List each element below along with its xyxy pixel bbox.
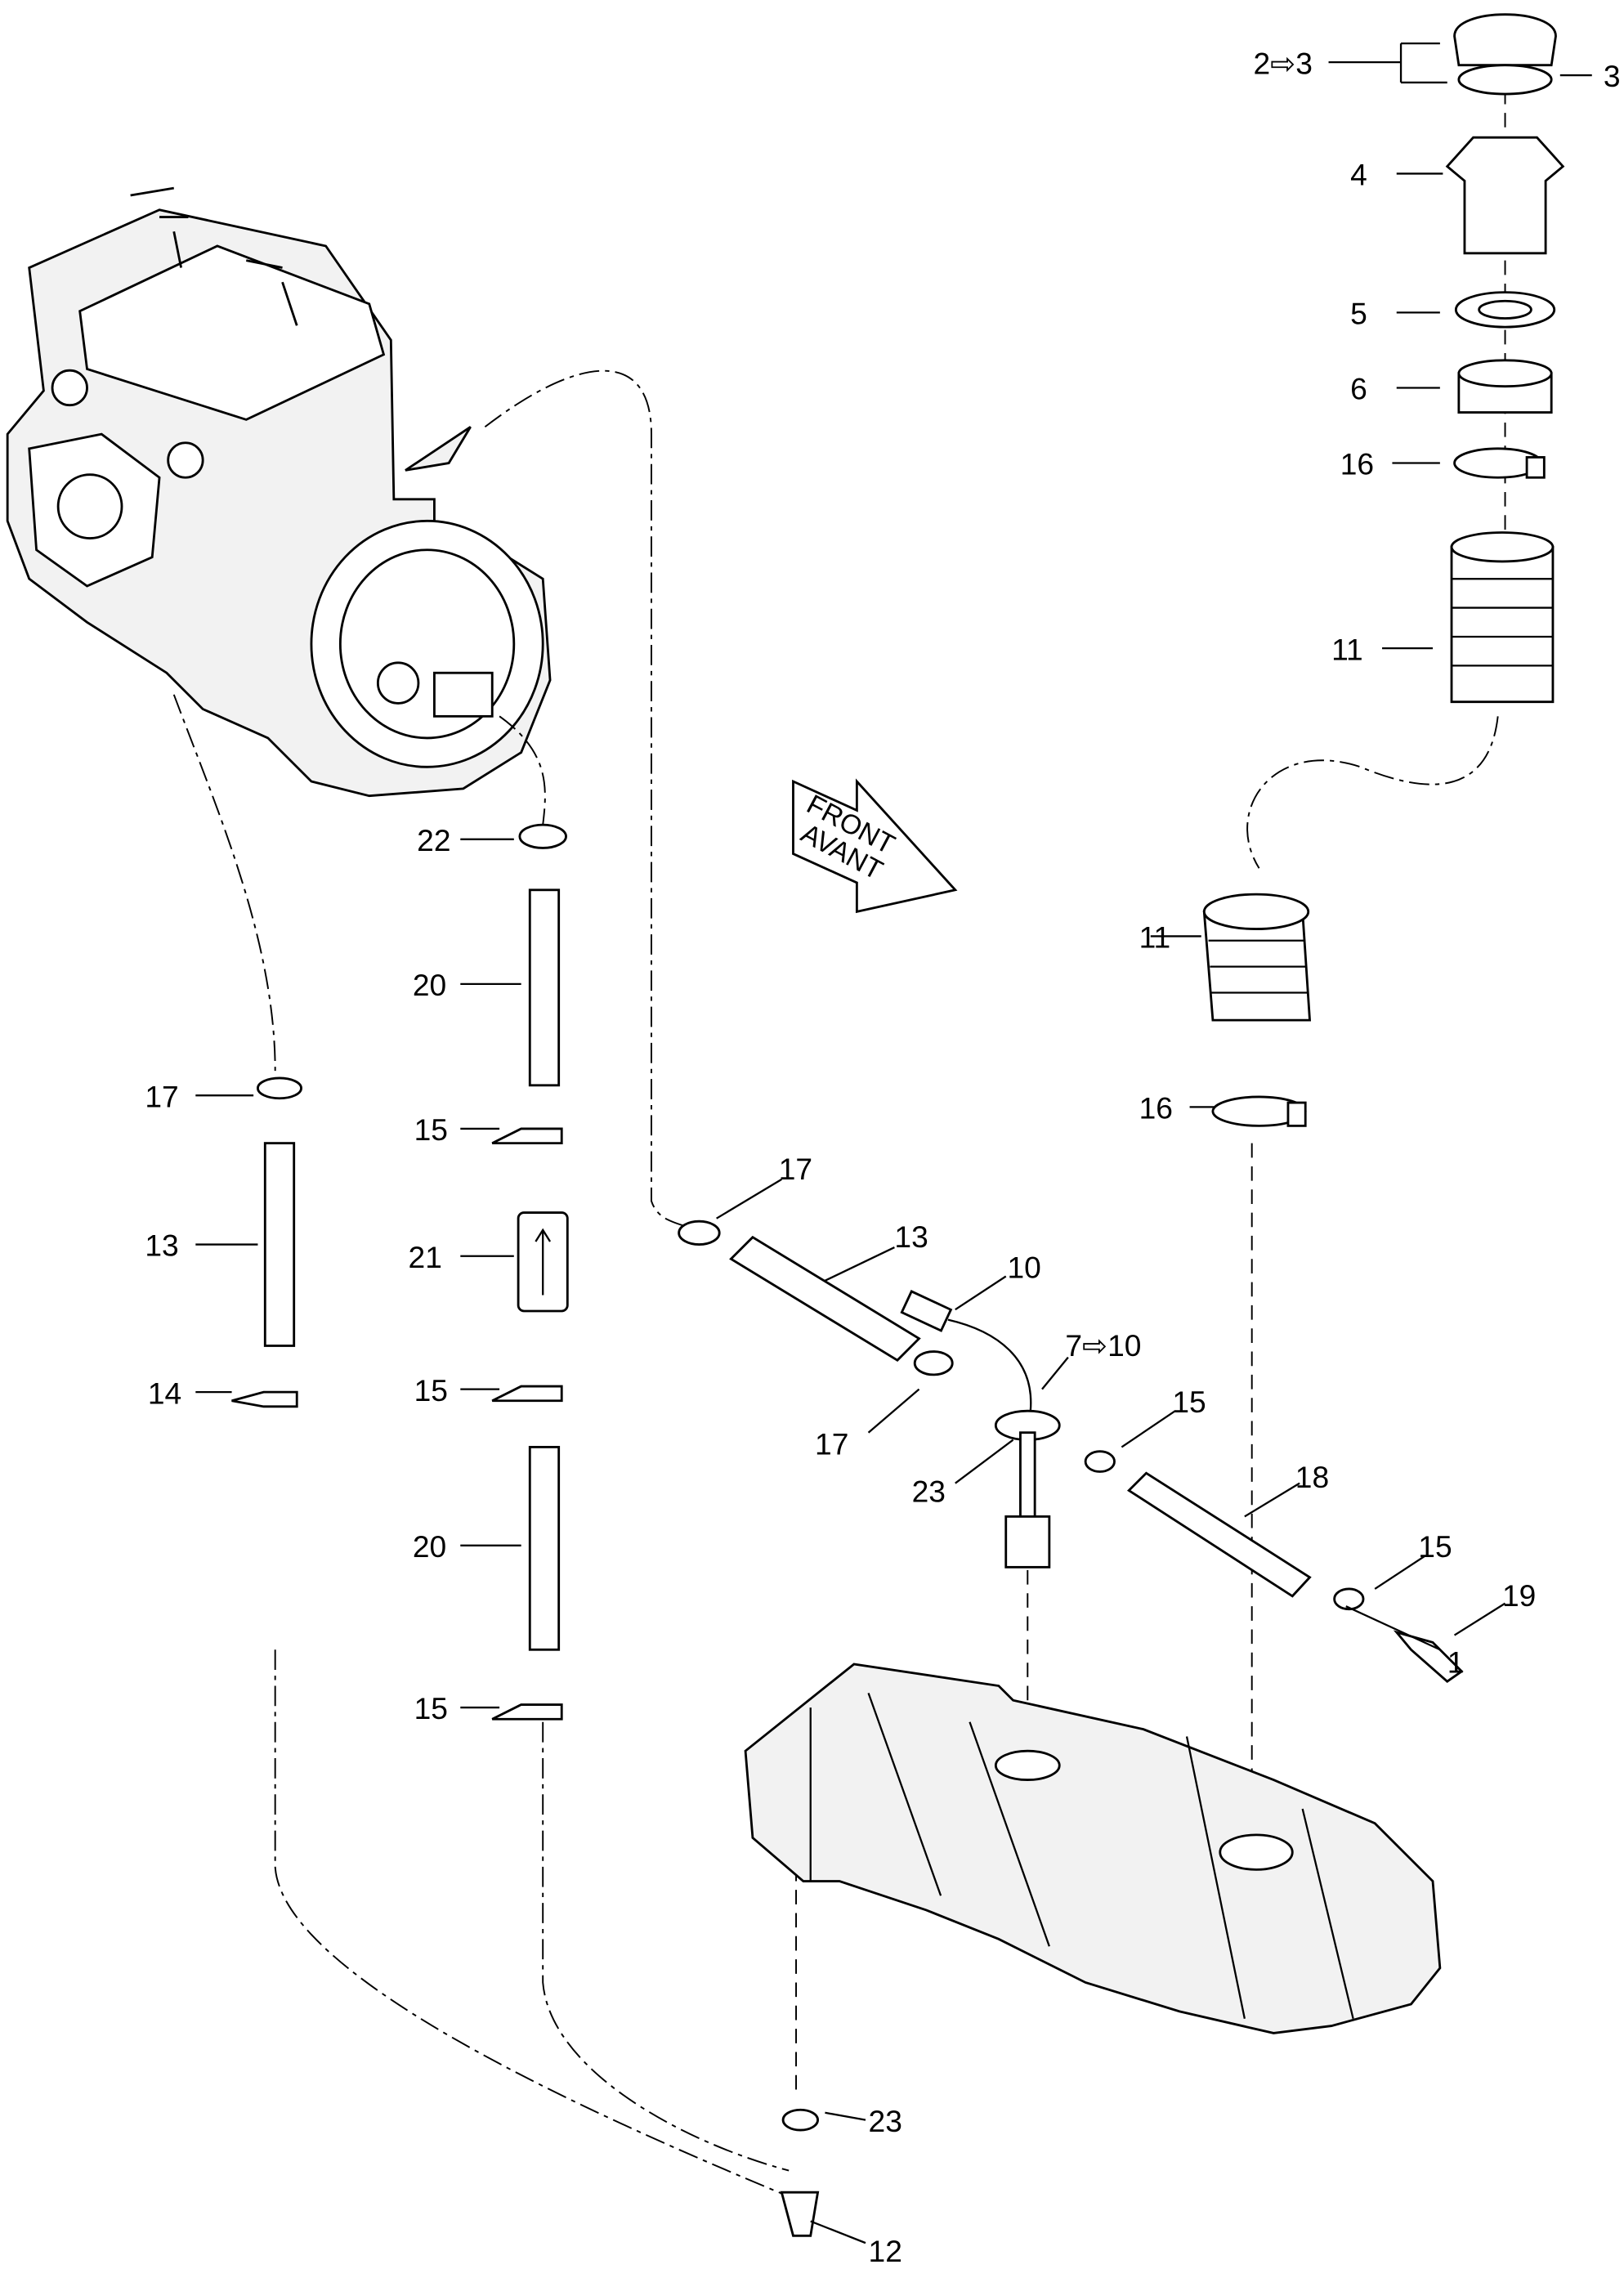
callout: 6 (1350, 372, 1367, 406)
callout: 11 (1331, 632, 1363, 666)
fitting-19 (1393, 1630, 1464, 1684)
callout: 3 (1604, 59, 1621, 93)
o-ring (1457, 64, 1553, 96)
leader-lines (195, 42, 1592, 2244)
engine-assembly (6, 186, 552, 798)
callout: 16 (1340, 447, 1374, 481)
callout: 15 (1172, 1385, 1206, 1419)
callout: 18 (1295, 1460, 1329, 1494)
callout: 23 (869, 2104, 902, 2138)
callout: 5 (1350, 297, 1367, 331)
callout: 12 (869, 2234, 902, 2268)
filler-neck (1445, 136, 1565, 255)
callout-labels: 2⇨3 3 4 5 6 16 11 22 20 17 15 13 21 14 1… (145, 46, 1620, 2268)
callout: 20 (413, 1529, 446, 1564)
callout: 4 (1350, 158, 1367, 192)
fuel-tank (744, 1663, 1442, 2034)
callout: 21 (409, 1240, 442, 1274)
callout: 19 (1502, 1578, 1536, 1613)
callout: 17 (815, 1426, 848, 1461)
callout: 15 (414, 1691, 448, 1725)
callout: 1 (1447, 1645, 1465, 1680)
callout: 7⇨10 (1065, 1328, 1141, 1363)
callout: 22 (417, 823, 450, 857)
callout: 20 (413, 968, 446, 1002)
callout: 15 (414, 1373, 448, 1407)
callout: 10 (1008, 1250, 1041, 1284)
filler-cap-stack (1445, 13, 1565, 704)
callout: 17 (145, 1079, 178, 1113)
engine-pointer-arrow (405, 426, 472, 472)
callout: 15 (414, 1112, 448, 1147)
callout: 13 (894, 1220, 928, 1254)
callout: 23 (912, 1475, 946, 1509)
callout: 16 (1139, 1091, 1173, 1126)
callout: 15 (1418, 1529, 1452, 1564)
callout: 17 (779, 1152, 812, 1186)
callout: 2⇨3 (1253, 46, 1312, 80)
callout: 13 (145, 1228, 178, 1263)
filler-cap (1453, 13, 1557, 67)
front-direction-arrow: FRONT AVANT (792, 778, 958, 914)
callout: 11 (1139, 920, 1171, 955)
callout: 14 (148, 1376, 181, 1410)
